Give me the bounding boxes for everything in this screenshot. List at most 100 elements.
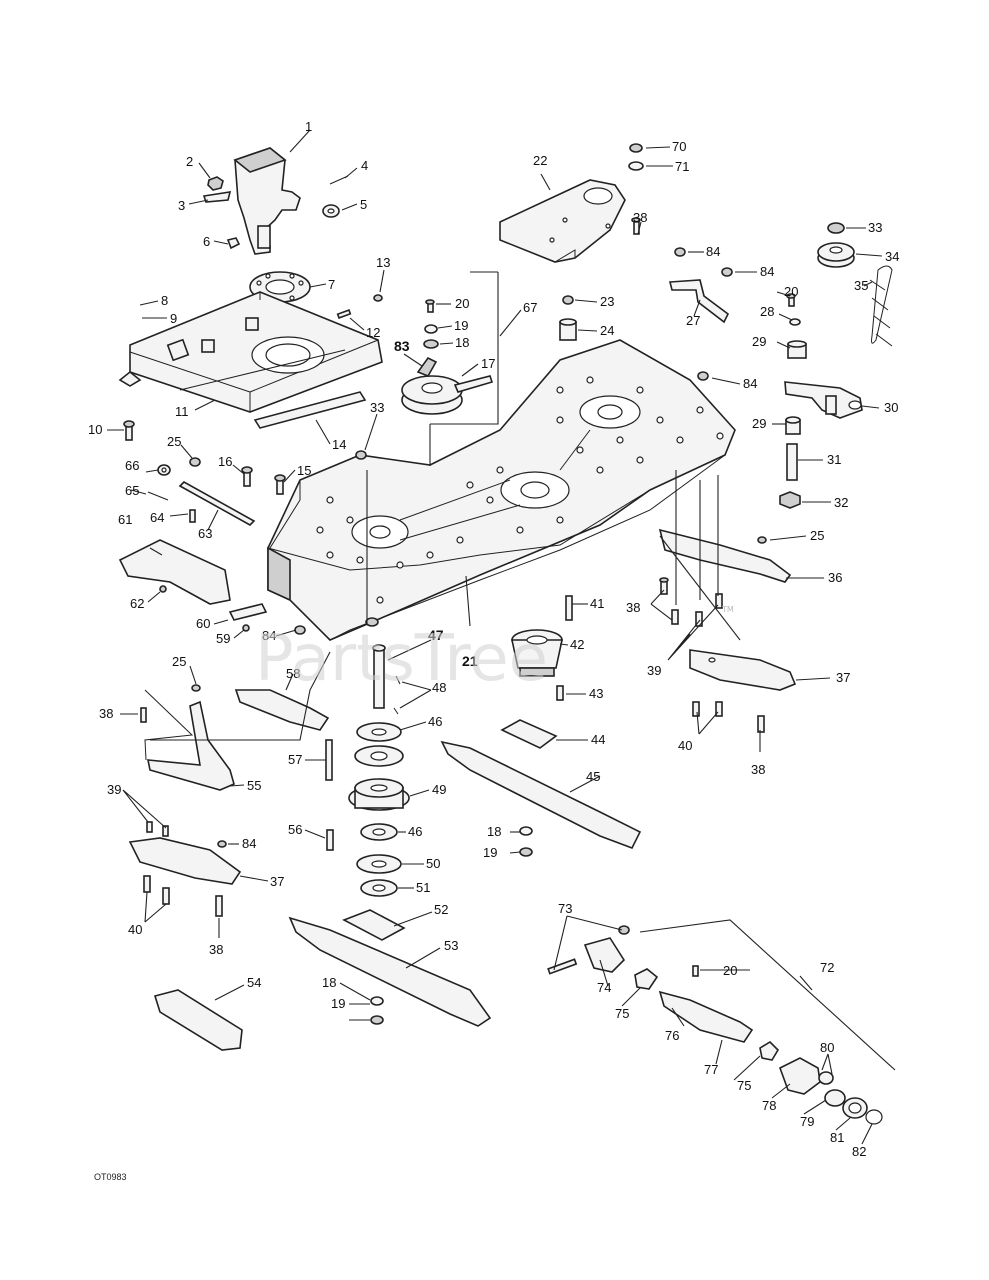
callout-46[interactable]: 46 xyxy=(428,714,442,729)
callout-40-b[interactable]: 40 xyxy=(128,922,142,937)
callout-58[interactable]: 58 xyxy=(286,666,300,681)
callout-15[interactable]: 15 xyxy=(297,463,311,478)
callout-72[interactable]: 72 xyxy=(820,960,834,975)
callout-35[interactable]: 35 xyxy=(854,278,868,293)
callout-39-b[interactable]: 39 xyxy=(107,782,121,797)
blade-left[interactable] xyxy=(288,909,492,1027)
callout-19-c[interactable]: 19 xyxy=(331,996,345,1011)
callout-20-b[interactable]: 20 xyxy=(784,284,798,299)
callout-37[interactable]: 37 xyxy=(836,670,850,685)
callout-60[interactable]: 60 xyxy=(196,616,210,631)
callout-80[interactable]: 80 xyxy=(820,1040,834,1055)
callout-64[interactable]: 64 xyxy=(150,510,164,525)
spindle-housing[interactable] xyxy=(511,595,573,701)
callout-18[interactable]: 18 xyxy=(455,335,469,350)
callout-75-b[interactable]: 75 xyxy=(737,1078,751,1093)
baffle-58[interactable] xyxy=(191,625,330,731)
callout-40[interactable]: 40 xyxy=(678,738,692,753)
deflector-strip[interactable] xyxy=(253,391,367,429)
baffles-right[interactable] xyxy=(658,528,797,733)
callout-66[interactable]: 66 xyxy=(125,458,139,473)
callout-9[interactable]: 9 xyxy=(170,311,177,326)
callout-19-b[interactable]: 19 xyxy=(483,845,497,860)
callout-30[interactable]: 30 xyxy=(884,400,898,415)
callout-57[interactable]: 57 xyxy=(288,752,302,767)
callout-17[interactable]: 17 xyxy=(481,356,495,371)
callout-18-b[interactable]: 18 xyxy=(487,824,501,839)
driveshaft-assembly[interactable] xyxy=(547,919,896,1125)
callout-36[interactable]: 36 xyxy=(828,570,842,585)
callout-82[interactable]: 82 xyxy=(852,1144,866,1159)
callout-47[interactable]: 47 xyxy=(428,627,444,643)
callout-48[interactable]: 48 xyxy=(432,680,446,695)
callout-38-b[interactable]: 38 xyxy=(626,600,640,615)
spindle-pulley[interactable] xyxy=(401,356,494,415)
callout-27[interactable]: 27 xyxy=(686,313,700,328)
idler-bracket[interactable] xyxy=(668,247,733,381)
callout-14[interactable]: 14 xyxy=(332,437,346,452)
callout-84-e[interactable]: 84 xyxy=(242,836,256,851)
callout-10[interactable]: 10 xyxy=(88,422,102,437)
callout-73[interactable]: 73 xyxy=(558,901,572,916)
callout-11[interactable]: 11 xyxy=(175,404,189,419)
callout-78[interactable]: 78 xyxy=(762,1098,776,1113)
callout-1[interactable]: 1 xyxy=(305,119,312,134)
callout-70[interactable]: 70 xyxy=(672,139,686,154)
gearbox[interactable] xyxy=(233,147,301,255)
mower-deck[interactable] xyxy=(267,339,736,641)
callout-8[interactable]: 8 xyxy=(161,293,168,308)
mounting-bracket[interactable] xyxy=(118,291,383,413)
callout-32[interactable]: 32 xyxy=(834,495,848,510)
callout-65[interactable]: 65 xyxy=(125,483,139,498)
callout-43[interactable]: 43 xyxy=(589,686,603,701)
callout-50[interactable]: 50 xyxy=(426,856,440,871)
callout-83[interactable]: 83 xyxy=(394,338,410,354)
callout-71[interactable]: 71 xyxy=(675,159,689,174)
callout-45[interactable]: 45 xyxy=(586,769,600,784)
callout-67[interactable]: 67 xyxy=(523,300,537,315)
callout-84-c[interactable]: 84 xyxy=(743,376,757,391)
callout-56[interactable]: 56 xyxy=(288,822,302,837)
callout-19[interactable]: 19 xyxy=(454,318,468,333)
callout-4[interactable]: 4 xyxy=(361,158,368,173)
callout-79[interactable]: 79 xyxy=(800,1114,814,1129)
callout-13[interactable]: 13 xyxy=(376,255,390,270)
callout-52[interactable]: 52 xyxy=(434,902,448,917)
callout-61[interactable]: 61 xyxy=(118,512,132,527)
callout-77[interactable]: 77 xyxy=(704,1062,718,1077)
callout-12[interactable]: 12 xyxy=(366,325,380,340)
belt-guard[interactable] xyxy=(118,539,231,605)
callout-29[interactable]: 29 xyxy=(752,334,766,349)
callout-25-b[interactable]: 25 xyxy=(810,528,824,543)
callout-34[interactable]: 34 xyxy=(885,249,899,264)
callout-24[interactable]: 24 xyxy=(600,323,614,338)
baffles-left[interactable] xyxy=(128,689,242,917)
callout-49[interactable]: 49 xyxy=(432,782,446,797)
callout-76[interactable]: 76 xyxy=(665,1028,679,1043)
callout-16[interactable]: 16 xyxy=(218,454,232,469)
callout-18-c[interactable]: 18 xyxy=(322,975,336,990)
callout-38-d[interactable]: 38 xyxy=(99,706,113,721)
callout-38-c[interactable]: 38 xyxy=(751,762,765,777)
callout-54[interactable]: 54 xyxy=(247,975,261,990)
spindle-stack[interactable] xyxy=(325,617,410,897)
callout-23[interactable]: 23 xyxy=(600,294,614,309)
callout-5[interactable]: 5 xyxy=(360,197,367,212)
callout-20[interactable]: 20 xyxy=(455,296,469,311)
callout-33[interactable]: 33 xyxy=(370,400,384,415)
callout-84-d[interactable]: 84 xyxy=(262,628,276,643)
callout-21[interactable]: 21 xyxy=(462,653,478,669)
callout-33-b[interactable]: 33 xyxy=(868,220,882,235)
blade-right[interactable] xyxy=(440,719,642,857)
callout-7[interactable]: 7 xyxy=(328,277,335,292)
callout-42[interactable]: 42 xyxy=(570,637,584,652)
belt-cover[interactable] xyxy=(499,179,626,263)
callout-25[interactable]: 25 xyxy=(167,434,181,449)
idler-arm-assembly[interactable] xyxy=(779,222,893,509)
callout-6[interactable]: 6 xyxy=(203,234,210,249)
callout-46-b[interactable]: 46 xyxy=(408,824,422,839)
callout-44[interactable]: 44 xyxy=(591,732,605,747)
callout-41[interactable]: 41 xyxy=(590,596,604,611)
callout-29-b[interactable]: 29 xyxy=(752,416,766,431)
callout-28[interactable]: 28 xyxy=(760,304,774,319)
